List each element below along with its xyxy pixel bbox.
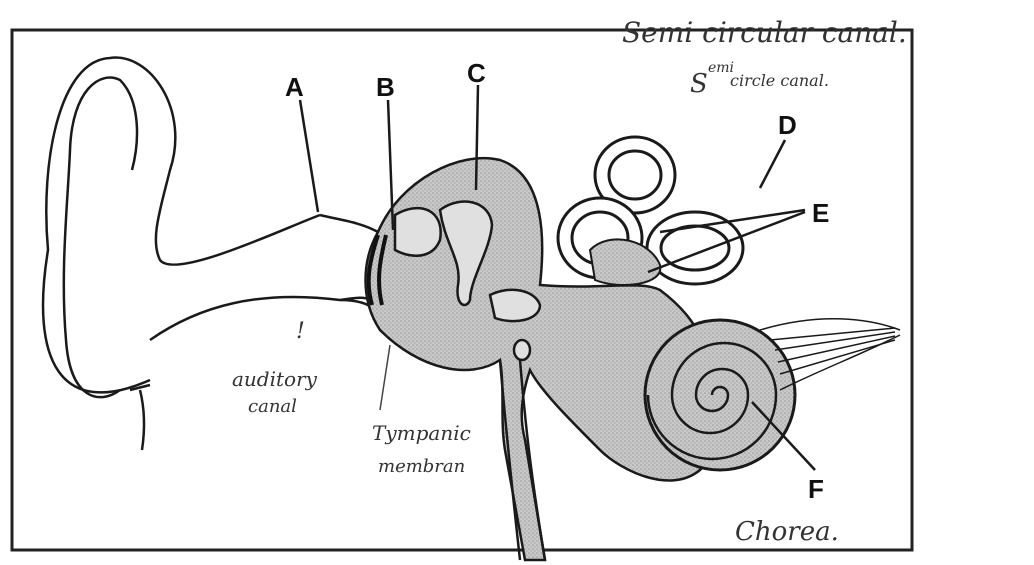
handwritten-semicircular-canal: Semi circular canal. bbox=[622, 16, 907, 49]
handwritten-semicircular-short-rest: circle canal. bbox=[730, 71, 829, 90]
cochlea bbox=[645, 320, 795, 470]
handwritten-auditory: auditory bbox=[232, 367, 318, 391]
handwritten-semicircular-short-s: S bbox=[690, 69, 708, 99]
handwritten-auditory-mark: ! bbox=[296, 319, 305, 344]
label-c: C bbox=[467, 58, 486, 88]
label-f: F bbox=[808, 474, 824, 504]
label-b: B bbox=[376, 72, 395, 102]
label-a: A bbox=[285, 72, 304, 102]
label-d: D bbox=[778, 110, 797, 140]
label-e: E bbox=[812, 198, 829, 228]
handwritten-tympanic: Tympanic bbox=[372, 421, 471, 445]
handwritten-cochlea: Chorea. bbox=[735, 517, 839, 547]
handwritten-membrane: membran bbox=[378, 456, 465, 477]
handwritten-canal: canal bbox=[248, 396, 297, 417]
